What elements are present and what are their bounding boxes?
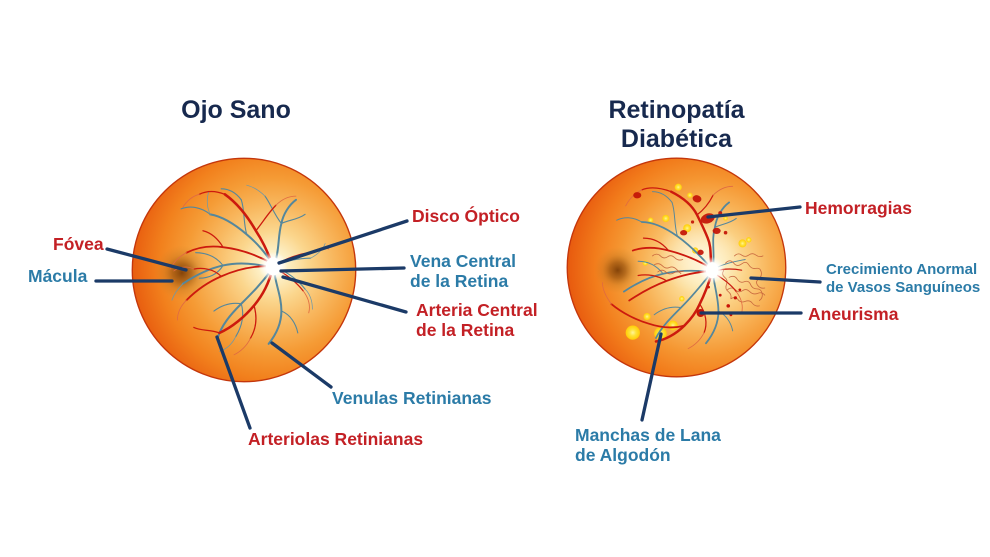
- optic-disc-core: [705, 262, 719, 279]
- diabetic-eye-title: Retinopatía Diabética: [608, 96, 745, 153]
- label-arteria-central: Arteria Central de la Retina: [416, 300, 538, 340]
- healthy-eye-title: Ojo Sano: [181, 96, 291, 124]
- label-vena-central-line1: Vena Central: [410, 251, 517, 271]
- label-arteriolas: Arteriolas Retinianas: [248, 429, 424, 449]
- label-disco-optico: Disco Óptico: [412, 206, 520, 226]
- label-manchas: Manchas de Lana de Algodón: [575, 425, 721, 465]
- label-venulas: Venulas Retinianas: [332, 388, 492, 408]
- label-macula: Mácula: [28, 266, 88, 286]
- retinal-arteries: [602, 185, 743, 350]
- label-hemorragias: Hemorragias: [805, 198, 912, 218]
- label-vena-central: Vena Central de la Retina: [410, 251, 516, 291]
- label-crecimiento-line1: Crecimiento Anormal: [826, 261, 978, 278]
- label-fovea: Fóvea: [53, 234, 104, 254]
- label-vena-central-line2: de la Retina: [410, 271, 509, 291]
- diabetic-eye-illustration: [565, 156, 788, 379]
- macula-spot: [594, 246, 641, 294]
- label-crecimiento: Crecimiento Anormal de Vasos Sanguíneos: [826, 261, 980, 297]
- label-manchas-line1: Manchas de Lana: [575, 425, 721, 445]
- aneurysm-knot-core: [698, 311, 703, 315]
- optic-disc-core: [265, 257, 281, 276]
- label-arteria-central-line2: de la Retina: [416, 320, 515, 340]
- label-crecimiento-line2: de Vasos Sanguíneos: [826, 279, 981, 296]
- label-aneurisma: Aneurisma: [808, 304, 899, 324]
- label-manchas-line2: de Algodón: [575, 445, 671, 465]
- healthy-eye-illustration: [130, 156, 358, 384]
- retinal-veins: [616, 191, 746, 345]
- label-arteria-central-line1: Arteria Central: [416, 300, 538, 320]
